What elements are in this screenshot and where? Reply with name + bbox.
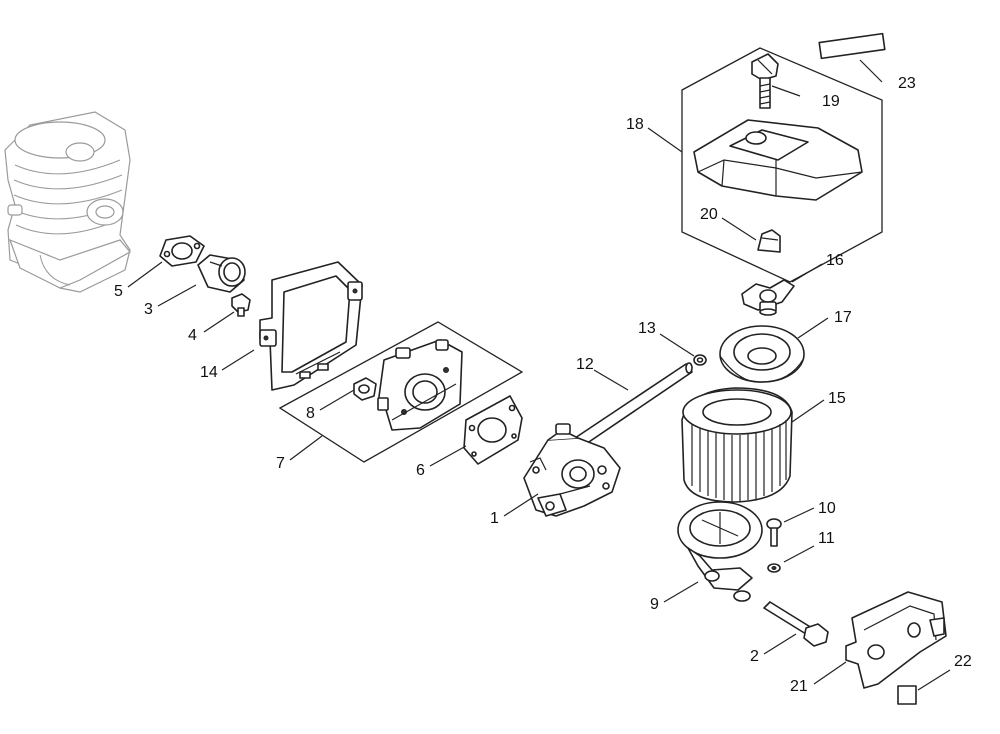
callout-12: 12 xyxy=(576,356,594,373)
callout-18: 18 xyxy=(626,116,644,133)
callout-16: 16 xyxy=(826,252,844,269)
o-ring-part xyxy=(693,354,707,366)
label-part xyxy=(818,32,886,60)
heat-shield-frame-part xyxy=(259,261,363,391)
air-cleaner-cover-part xyxy=(693,119,863,201)
callout-7: 7 xyxy=(276,455,285,472)
callout-19: 19 xyxy=(822,93,840,110)
callout-5: 5 xyxy=(114,283,123,300)
carburetor-gasket-part xyxy=(463,395,523,465)
filter-base-part xyxy=(677,501,763,602)
callout-6: 6 xyxy=(416,462,425,479)
carburetor-part xyxy=(523,423,621,517)
callout-1: 1 xyxy=(490,510,499,527)
callout-10: 10 xyxy=(818,500,836,517)
callout-13: 13 xyxy=(638,320,656,337)
intake-insulator-part xyxy=(197,254,246,293)
air-filter-part xyxy=(681,387,793,503)
grommet-part xyxy=(353,377,377,401)
cylinder-ghost xyxy=(4,111,131,293)
callout-14: 14 xyxy=(200,364,218,381)
callout-15: 15 xyxy=(828,390,846,407)
cover-group-outline xyxy=(681,47,883,283)
callout-22: 22 xyxy=(954,653,972,670)
fuel-tube-part xyxy=(571,362,693,449)
callout-3: 3 xyxy=(144,301,153,318)
tag-part xyxy=(897,685,917,705)
screw-small-part xyxy=(766,518,782,547)
kit-group-outline xyxy=(278,321,524,463)
washer-part xyxy=(767,563,781,573)
callout-20: 20 xyxy=(700,206,718,223)
filter-cap-part xyxy=(719,325,805,383)
callout-21: 21 xyxy=(790,678,808,695)
callout-23: 23 xyxy=(898,75,916,92)
callout-8: 8 xyxy=(306,405,315,422)
leader-lines xyxy=(127,59,951,691)
long-bolt-part xyxy=(763,601,829,647)
bolt-small-part xyxy=(231,293,251,317)
cover-screw-part xyxy=(751,53,779,109)
gasket-part xyxy=(159,235,205,267)
bracket-part xyxy=(845,591,947,689)
callout-2: 2 xyxy=(750,648,759,665)
callout-4: 4 xyxy=(188,327,197,344)
callout-11: 11 xyxy=(818,530,835,547)
wing-nut-part xyxy=(741,279,795,316)
callout-9: 9 xyxy=(650,596,659,613)
air-cleaner-base-part xyxy=(377,339,463,431)
callout-17: 17 xyxy=(834,309,852,326)
plug-part xyxy=(757,229,781,253)
